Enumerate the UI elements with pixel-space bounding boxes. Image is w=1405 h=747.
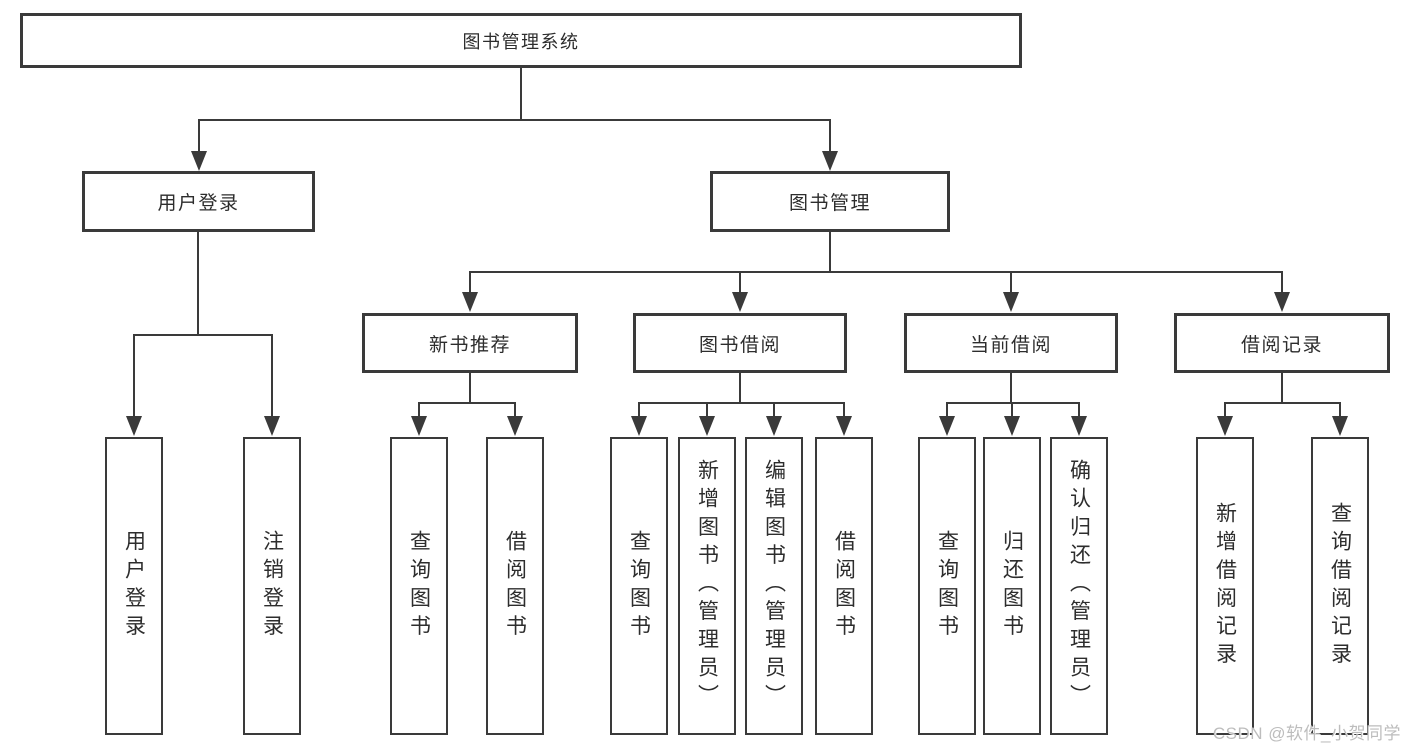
connector-vline bbox=[1010, 273, 1012, 296]
arrowhead-down-icon bbox=[462, 292, 478, 312]
connector-vline bbox=[1011, 404, 1013, 420]
arrowhead-down-icon bbox=[699, 416, 715, 436]
arrowhead-down-icon bbox=[1217, 416, 1233, 436]
node-label: 查询借阅记录 bbox=[1328, 501, 1352, 671]
arrowhead-down-icon bbox=[939, 416, 955, 436]
connector-vline bbox=[469, 373, 471, 404]
arrowhead-down-icon bbox=[1274, 292, 1290, 312]
connector-hline bbox=[1224, 402, 1341, 404]
arrowhead-down-icon bbox=[1332, 416, 1348, 436]
connector-vline bbox=[706, 404, 708, 420]
arrowhead-down-icon bbox=[1003, 292, 1019, 312]
connector-vline bbox=[1281, 273, 1283, 296]
connector-vline bbox=[1281, 373, 1283, 404]
connector-vline bbox=[1224, 404, 1226, 420]
connector-vline bbox=[1339, 404, 1341, 420]
leaf-query-borrow-record: 查询借阅记录 bbox=[1311, 437, 1369, 735]
arrowhead-down-icon bbox=[631, 416, 647, 436]
connector-vline bbox=[1010, 373, 1012, 404]
connector-vline bbox=[773, 404, 775, 420]
node-label: 图书管理系统 bbox=[462, 31, 580, 52]
connector-vline bbox=[739, 273, 741, 296]
arrowhead-down-icon bbox=[732, 292, 748, 312]
connector-vline bbox=[514, 404, 516, 420]
leaf-borrow-books-recommend: 借阅图书 bbox=[486, 437, 544, 735]
connector-hline bbox=[638, 402, 845, 404]
node-label: 用户登录 bbox=[157, 193, 240, 214]
node-label: 新增借阅记录 bbox=[1213, 501, 1237, 671]
arrowhead-down-icon bbox=[766, 416, 782, 436]
node-label: 图书管理 bbox=[788, 193, 871, 214]
connector-vline bbox=[1078, 404, 1080, 420]
leaf-user-login: 用户登录 bbox=[105, 437, 163, 735]
connector-vline bbox=[638, 404, 640, 420]
node-label: 编辑图书（管理员） bbox=[762, 459, 786, 713]
leaf-edit-book-admin: 编辑图书（管理员） bbox=[745, 437, 803, 735]
connector-vline bbox=[843, 404, 845, 420]
connector-hline bbox=[418, 402, 516, 404]
csdn-watermark: CSDN @软件_小贺同学 bbox=[1212, 724, 1401, 743]
node-label: 查询图书 bbox=[935, 529, 959, 643]
leaf-borrow-books-borrowing: 借阅图书 bbox=[815, 437, 873, 735]
connector-hline bbox=[946, 402, 1080, 404]
leaf-logout: 注销登录 bbox=[243, 437, 301, 735]
node-label: 图书借阅 bbox=[698, 334, 781, 356]
arrowhead-down-icon bbox=[191, 151, 207, 171]
leaf-add-borrow-record: 新增借阅记录 bbox=[1196, 437, 1254, 735]
node-book-borrowing: 图书借阅 bbox=[633, 313, 847, 373]
leaf-query-books-recommend: 查询图书 bbox=[390, 437, 448, 735]
arrowhead-down-icon bbox=[836, 416, 852, 436]
node-label: 借阅记录 bbox=[1240, 334, 1323, 356]
node-label: 查询图书 bbox=[407, 529, 431, 643]
connector-hline bbox=[133, 334, 273, 336]
arrowhead-down-icon bbox=[126, 416, 142, 436]
connector-vline bbox=[946, 404, 948, 420]
connector-vline bbox=[520, 68, 522, 121]
leaf-add-book-admin: 新增图书（管理员） bbox=[678, 437, 736, 735]
arrowhead-down-icon bbox=[411, 416, 427, 436]
connector-vline bbox=[739, 373, 741, 404]
leaf-return-book: 归还图书 bbox=[983, 437, 1041, 735]
node-label: 新书推荐 bbox=[428, 334, 511, 356]
connector-vline bbox=[829, 232, 831, 273]
arrowhead-down-icon bbox=[1004, 416, 1020, 436]
node-user-login: 用户登录 bbox=[82, 171, 315, 232]
node-borrowing-records: 借阅记录 bbox=[1174, 313, 1390, 373]
connector-vline bbox=[469, 273, 471, 296]
leaf-query-books-borrowing: 查询图书 bbox=[610, 437, 668, 735]
node-label: 新增图书（管理员） bbox=[695, 459, 719, 713]
arrowhead-down-icon bbox=[264, 416, 280, 436]
node-label: 借阅图书 bbox=[832, 529, 856, 643]
connector-hline bbox=[198, 119, 831, 121]
connector-vline bbox=[418, 404, 420, 420]
node-book-management: 图书管理 bbox=[710, 171, 950, 232]
node-label: 注销登录 bbox=[260, 529, 284, 643]
connector-vline bbox=[829, 121, 831, 155]
node-new-book-recommendation: 新书推荐 bbox=[362, 313, 578, 373]
arrowhead-down-icon bbox=[822, 151, 838, 171]
node-library-management-system: 图书管理系统 bbox=[20, 13, 1022, 68]
leaf-query-books-current: 查询图书 bbox=[918, 437, 976, 735]
connector-vline bbox=[198, 121, 200, 155]
node-label: 借阅图书 bbox=[503, 529, 527, 643]
connector-vline bbox=[133, 336, 135, 420]
node-label: 归还图书 bbox=[1000, 529, 1024, 643]
node-label: 用户登录 bbox=[122, 529, 146, 643]
leaf-confirm-return-admin: 确认归还（管理员） bbox=[1050, 437, 1108, 735]
node-label: 查询图书 bbox=[627, 529, 651, 643]
node-current-borrowing: 当前借阅 bbox=[904, 313, 1118, 373]
arrowhead-down-icon bbox=[1071, 416, 1087, 436]
connector-vline bbox=[271, 336, 273, 420]
connector-vline bbox=[197, 232, 199, 336]
connector-hline bbox=[469, 271, 1283, 273]
arrowhead-down-icon bbox=[507, 416, 523, 436]
node-label: 当前借阅 bbox=[969, 334, 1052, 356]
node-label: 确认归还（管理员） bbox=[1067, 459, 1091, 713]
